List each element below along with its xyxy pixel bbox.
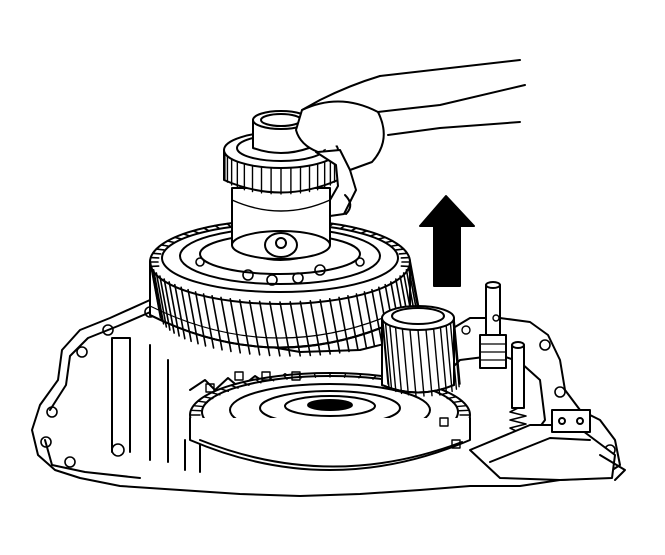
pinion-tooth (439, 326, 448, 395)
ring-gear-bolts (195, 257, 365, 286)
clutch-disk-tooth (358, 373, 362, 379)
pinion-tooth (394, 326, 403, 395)
clutch-disk-tooth (446, 396, 457, 400)
gear-tooth (409, 259, 421, 315)
pinion-gear (381, 305, 461, 397)
gear-rim-notch (350, 227, 358, 232)
pinion-tooth (445, 324, 453, 393)
gear-tooth (347, 295, 359, 351)
pinion-tooth (425, 328, 433, 397)
technician-hand (295, 59, 526, 217)
clutch-disk-tooth (242, 381, 250, 386)
gear-rim-notch (160, 244, 170, 247)
clutch-disk-tooth (313, 372, 317, 378)
right-side-shafts (479, 281, 527, 433)
up-direction-arrow (419, 195, 475, 287)
gear-tooth (163, 278, 175, 334)
clutch-disk-tooth (439, 391, 450, 396)
lower-right-bracket (469, 409, 626, 481)
gear-tooth (319, 299, 331, 355)
gear-rim-notch (155, 248, 165, 251)
gear-rim-notch (395, 248, 405, 251)
gear-tooth (309, 300, 322, 356)
gear-rim-notch (398, 252, 408, 255)
gear-rim-notch (390, 244, 400, 247)
case-detail-holes (205, 314, 500, 449)
gear-rim-notch (152, 252, 162, 255)
gear-tooth (355, 293, 368, 349)
pinion-tooth (432, 328, 441, 396)
gear-rim-notch (202, 227, 210, 232)
clutch-disk-assembly (189, 372, 471, 471)
pinion-tooth (382, 319, 390, 388)
gear-tooth (338, 296, 350, 353)
clutch-disk-tooth (197, 400, 208, 404)
gear-tooth (159, 275, 171, 331)
clutch-disk-tooth (283, 374, 288, 380)
gear-rim-notch (192, 229, 200, 234)
clutch-disk-tooth (456, 404, 468, 408)
pinion-tooth (452, 319, 460, 388)
gear-tooth (363, 291, 376, 347)
pinion-tooth (409, 328, 417, 397)
gear-tooth (328, 298, 341, 354)
clutch-disk-tooth (372, 374, 377, 380)
pinion-gear-teeth (381, 317, 461, 397)
pinion-tooth (453, 317, 461, 385)
clutch-disk-tooth (254, 378, 262, 384)
pinion-tooth (384, 322, 393, 390)
clutch-disk-tooth (210, 391, 221, 396)
pinion-tooth (449, 322, 458, 390)
differential-carrier (223, 110, 339, 261)
gear-rim-notch (340, 224, 346, 230)
clutch-disk-tooth (230, 384, 239, 389)
pinion-tooth (389, 324, 397, 393)
gear-rim-notch (214, 224, 220, 230)
gear-rim-notch (226, 222, 232, 228)
clutch-disk-tooth (343, 372, 347, 378)
pinion-tooth (401, 328, 410, 396)
pinion-tooth (417, 329, 425, 397)
gear-tooth (152, 269, 165, 325)
clutch-disk-tooth (192, 404, 204, 408)
gear-rim-notch (360, 229, 368, 234)
gear-tooth (155, 272, 168, 328)
clutch-disk-tooth (203, 396, 214, 400)
gear-tooth (371, 288, 383, 345)
gear-tooth (150, 265, 163, 322)
clutch-disk-tooth (219, 388, 230, 393)
clutch-disk-tooth (452, 400, 463, 404)
